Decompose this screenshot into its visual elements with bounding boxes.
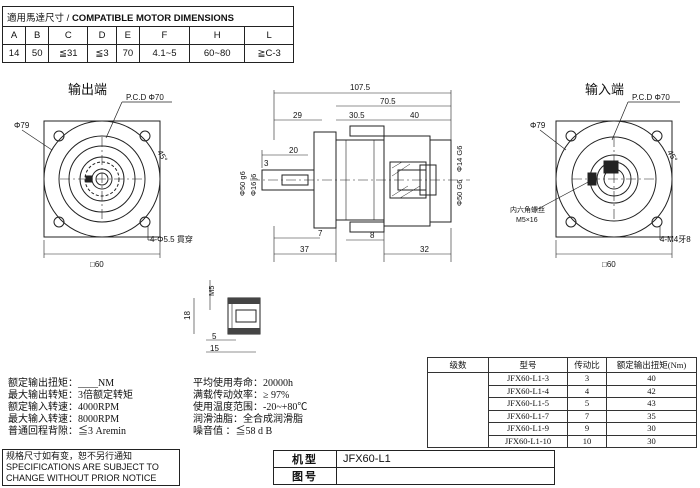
value-cell: 60~80 xyxy=(188,44,246,63)
output-square-label: □60 xyxy=(90,260,104,269)
tapped-hole xyxy=(565,130,577,142)
key-dim-18: 18 xyxy=(183,311,192,320)
key-dim-15: 15 xyxy=(210,344,219,353)
input-clamp-block xyxy=(603,160,619,174)
motor-dimensions-table: 適用馬達尺寸 / COMPATIBLE MOTOR DIMENSIONS A B… xyxy=(1,6,294,63)
input-dia79-label: Φ79 xyxy=(530,121,546,130)
dim-phi50-g6-input: Φ50 G6 xyxy=(455,180,464,206)
drawing-number-value xyxy=(336,467,555,485)
dim-8: 8 xyxy=(370,231,375,240)
input-housing xyxy=(383,135,431,227)
spec-line: 平均使用寿命：20000h xyxy=(193,378,293,389)
dim-107-5: 107.5 xyxy=(350,83,371,92)
tapped-holes-label: 4-M4牙8 xyxy=(660,235,691,244)
spec-line: 最大输入转速：8000RPM xyxy=(8,414,120,425)
specs-right: 平均使用寿命：20000h 满载传动效率：≥ 97% 使用温度范围：-20~+8… xyxy=(193,378,307,438)
dim-phi16-j6: Φ16 j6 xyxy=(249,174,258,196)
drawing-number-label: 图号 xyxy=(273,467,337,485)
spec-line: 普通回程背隙：≦3 Aremin xyxy=(8,426,127,437)
value-cell: 50 xyxy=(25,44,50,63)
change-notice: 规格尺寸如有变，恕不另行通知 SPECIFICATIONS ARE SUBJEC… xyxy=(2,449,180,486)
mount-hole xyxy=(139,130,151,142)
spec-line: 噪音值 ：≦58 d B xyxy=(193,426,273,437)
spec-line: 满载传动效率：≥ 97% xyxy=(193,390,290,401)
mount-hole xyxy=(53,130,65,142)
header-cell: 传动比 xyxy=(567,357,607,373)
output-end-view: 输出端 P.C.D Φ70 Φ79 45° 4-Φ5.5 貫穿 □60 xyxy=(14,82,193,269)
ratio-header-row: 级数 型号 传动比 额定输出扭矩(Nm) xyxy=(427,357,697,373)
side-section-view: 107.5 70.5 29 30.5 40 20 3 Φ50 g6 Φ16 j6 xyxy=(238,83,470,262)
dim-70-5: 70.5 xyxy=(380,97,396,106)
spec-line: 额定输入转速：4000RPM xyxy=(8,402,120,413)
output-pcd-label: P.C.D Φ70 xyxy=(126,93,164,102)
mount-hole xyxy=(53,216,65,228)
input-view-title: 输入端 xyxy=(585,82,624,97)
tapped-hole xyxy=(651,216,663,228)
dim-20: 20 xyxy=(289,146,298,155)
tapped-hole xyxy=(651,130,663,142)
dim-37: 37 xyxy=(300,245,309,254)
model-label: 机型 xyxy=(273,450,337,468)
notice-cn: 规格尺寸如有变，恕不另行通知 xyxy=(6,451,133,461)
notice-en-line2: CHANGE WITHOUT PRIOR NOTICE xyxy=(6,473,157,483)
key-dim-5: 5 xyxy=(212,332,217,341)
input-flange-side xyxy=(429,139,452,223)
value-cell: 70 xyxy=(115,44,140,63)
dim-29: 29 xyxy=(293,111,302,120)
spec-line: 润滑油脂：全合成润滑脂 xyxy=(193,414,303,425)
spec-line: 额定输出扭矩：____NM xyxy=(8,378,115,389)
output-dia79-label: Φ79 xyxy=(14,121,30,130)
key-detail: M5 18 5 15 xyxy=(183,280,261,353)
dim-phi50-g6: Φ50 g6 xyxy=(238,171,247,196)
output-holes-label: 4-Φ5.5 貫穿 xyxy=(150,234,193,244)
mount-hole xyxy=(139,216,151,228)
input-square-label: □60 xyxy=(602,260,616,269)
key-m5-label: M5 xyxy=(207,286,216,296)
dimensions-value-row: 14 50 ≦31 ≦3 70 4.1~5 60~80 ≧C-3 xyxy=(1,44,294,63)
dim-40: 40 xyxy=(410,111,419,120)
input-pcd-label: P.C.D Φ70 xyxy=(632,93,670,102)
tapped-hole xyxy=(565,216,577,228)
spec-line: 使用温度范围：-20~+80℃ xyxy=(193,402,308,413)
hex-screw-size: M5×16 xyxy=(516,217,538,224)
value-cell: ≧C-3 xyxy=(244,44,294,63)
input-end-view: 输入端 P.C.D Φ70 Φ79 45° 内六角螺丝 M5×16 4-M4牙8… xyxy=(510,82,691,269)
hex-screw-label: 内六角螺丝 xyxy=(510,205,545,214)
output-view-title: 输出端 xyxy=(68,82,107,97)
notice-en-line1: SPECIFICATIONS ARE SUBJECT TO xyxy=(6,462,159,472)
header-cell: 级数 xyxy=(427,357,489,373)
output-outer-circle xyxy=(43,120,161,238)
dim-32: 32 xyxy=(420,245,429,254)
specs-left: 额定输出扭矩：____NM 最大输出转矩：3倍额定转矩 额定输入转速：4000R… xyxy=(8,378,133,438)
value-cell: ≦3 xyxy=(87,44,117,63)
input-45deg-label: 45° xyxy=(665,149,679,164)
model-value: JFX60-L1 xyxy=(336,450,555,468)
header-cell: 型号 xyxy=(488,357,568,373)
dim-phi14-g6: Φ14 G6 xyxy=(455,146,464,172)
dim-7: 7 xyxy=(318,229,323,238)
spec-line: 最大输出转矩：3倍额定转矩 xyxy=(8,390,133,401)
header-cell: 额定输出扭矩(Nm) xyxy=(606,357,697,373)
model-title-block: 机型 JFX60-L1 图号 xyxy=(273,450,555,485)
dim-30-5: 30.5 xyxy=(349,111,365,120)
dim-3: 3 xyxy=(264,159,269,168)
dimensions-header-row: A B C D E F H L xyxy=(1,26,294,45)
